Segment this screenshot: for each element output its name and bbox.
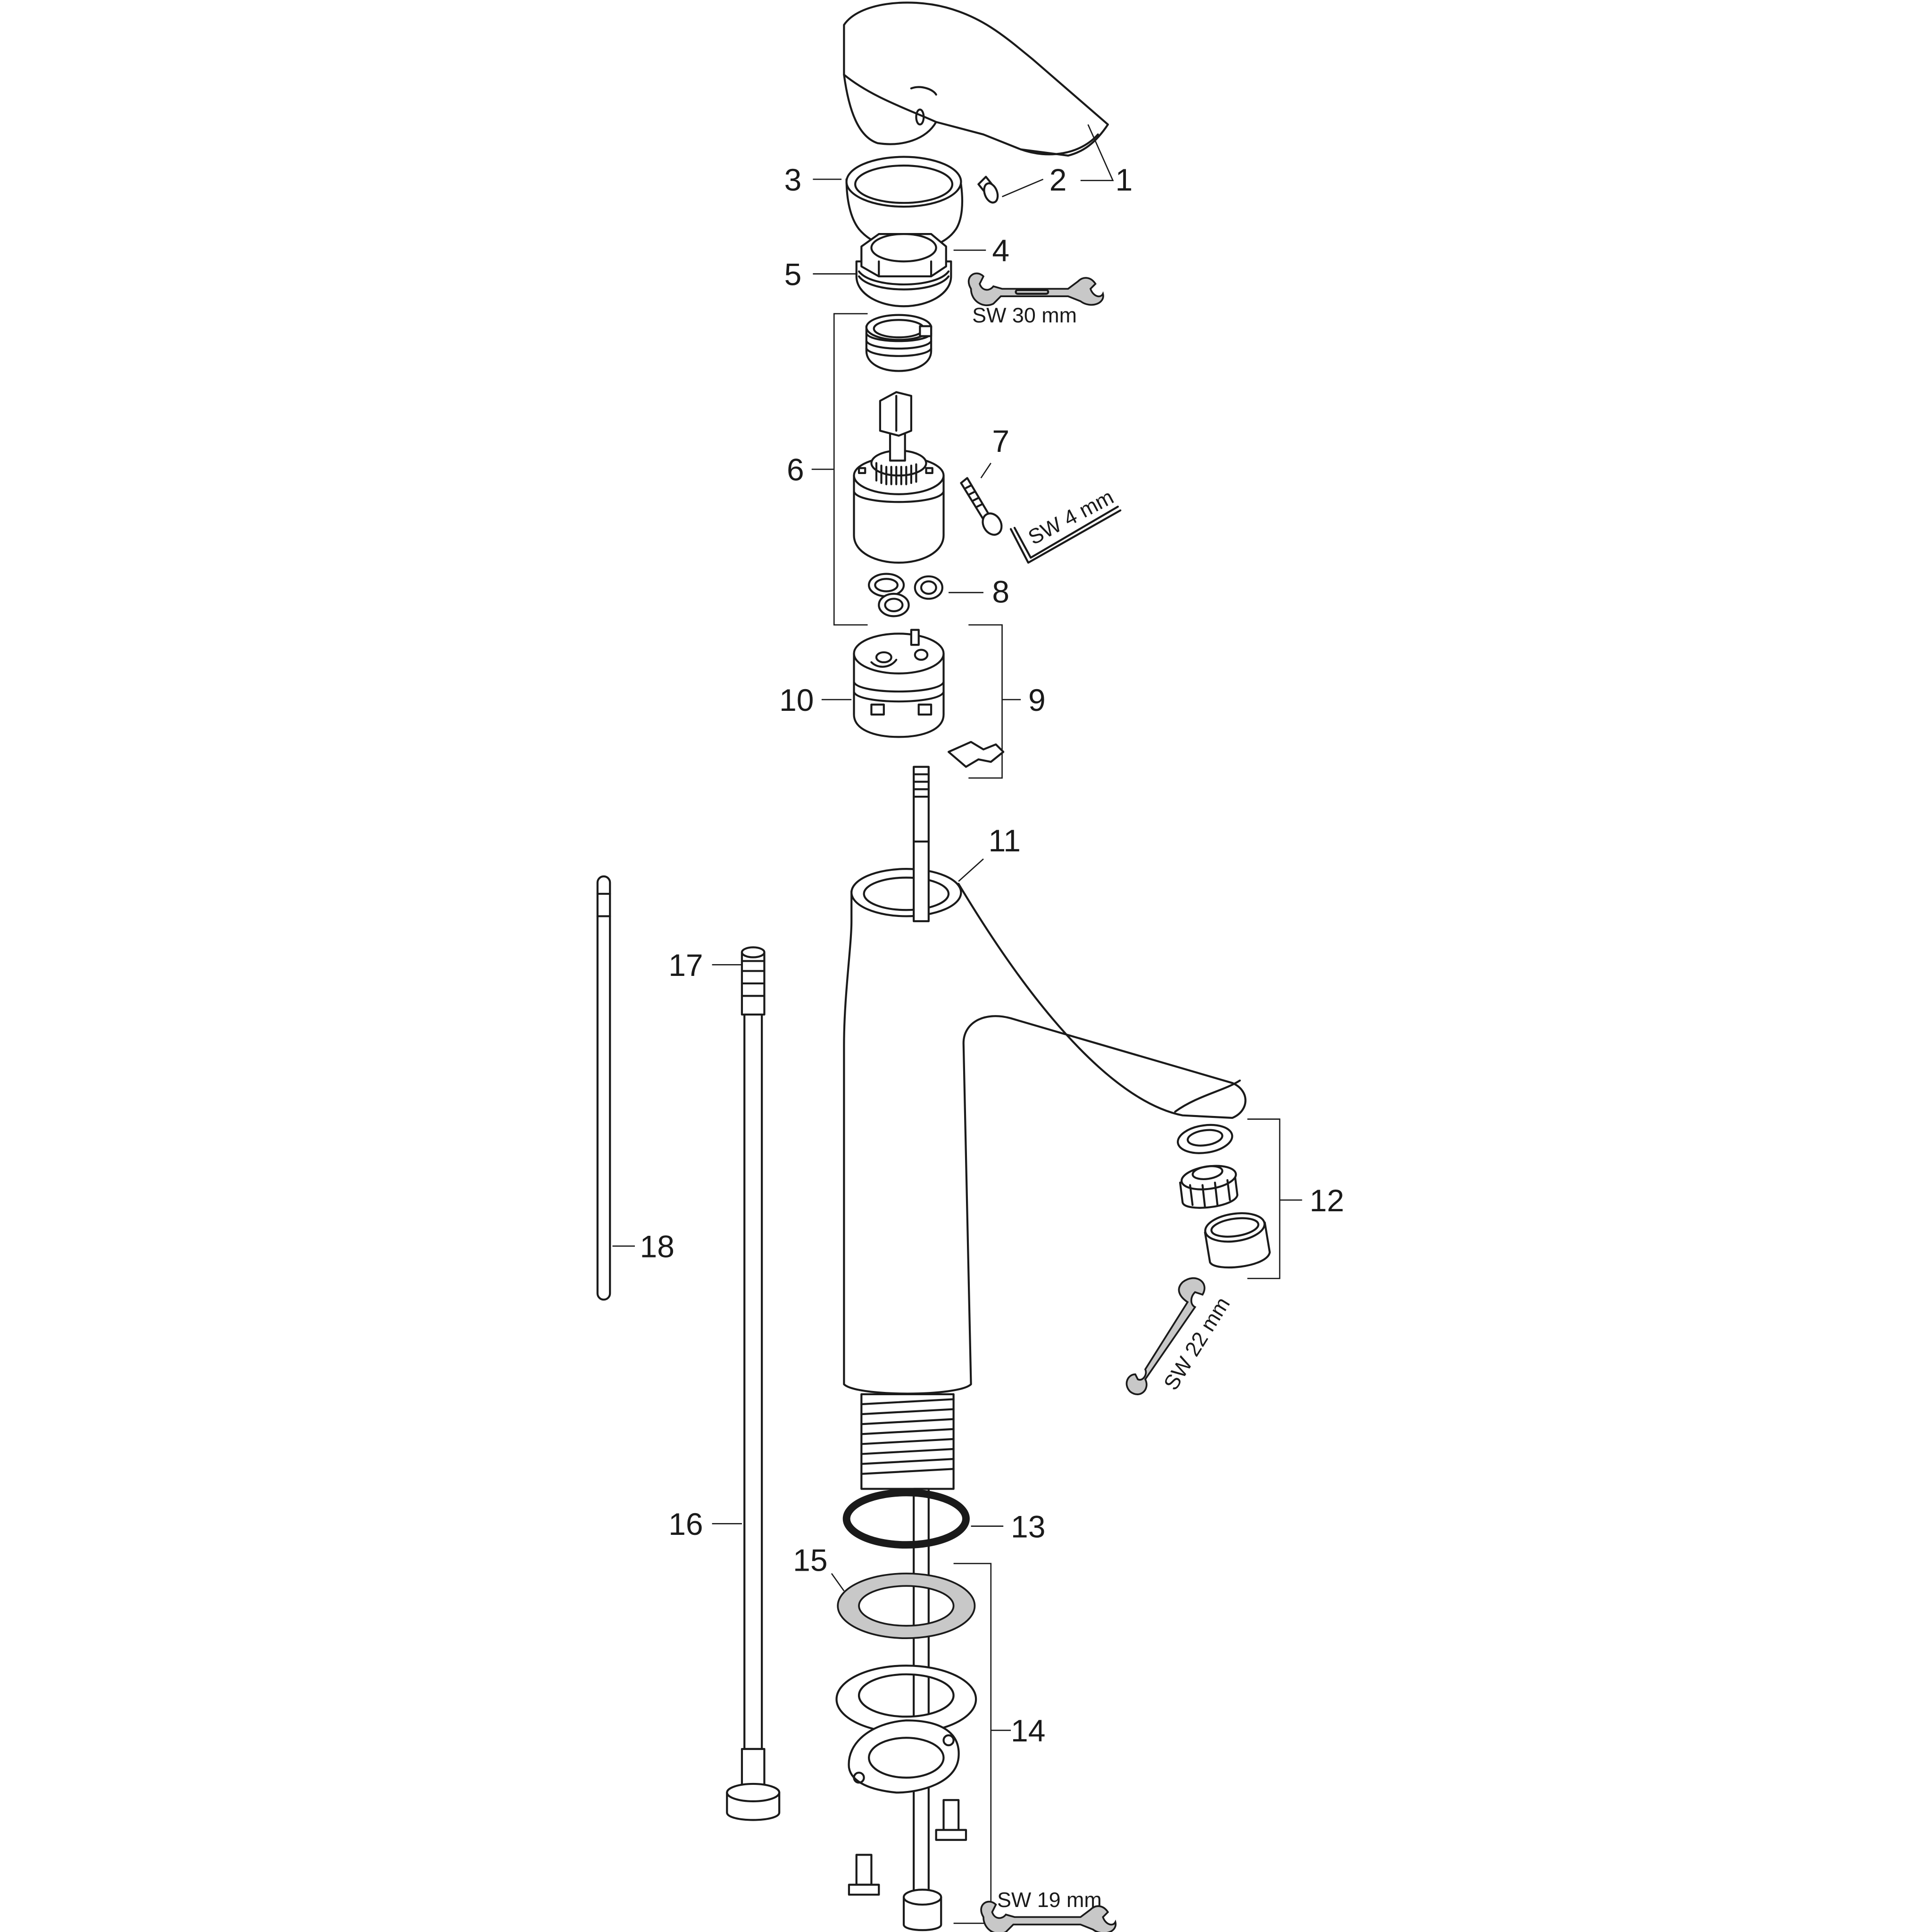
label-10: 10 bbox=[779, 683, 814, 717]
hexkey-sw4-icon bbox=[1009, 506, 1122, 564]
label-14: 14 bbox=[1011, 1713, 1045, 1748]
wrench-sw19-icon bbox=[980, 1900, 1117, 1932]
leader-2 bbox=[1002, 178, 1044, 198]
bracket-part-12 bbox=[1247, 1118, 1302, 1279]
label-3: 3 bbox=[784, 162, 802, 197]
part-11-rod-top bbox=[913, 766, 930, 843]
leader-1 bbox=[1080, 124, 1114, 181]
part-6-cartridge bbox=[853, 391, 945, 564]
tool-label-sw30: SW 30 mm bbox=[972, 303, 1077, 327]
leader-11 bbox=[958, 858, 984, 882]
label-18: 18 bbox=[640, 1229, 675, 1264]
wrench-sw22-icon bbox=[1125, 1277, 1206, 1395]
part-18-pull-rod bbox=[596, 875, 611, 1301]
part-14-washer bbox=[835, 1665, 977, 1734]
label-15: 15 bbox=[793, 1543, 827, 1578]
part-12-aerator bbox=[1176, 1124, 1271, 1269]
label-8: 8 bbox=[992, 574, 1009, 609]
tool-label-sw19: SW 19 mm bbox=[997, 1888, 1102, 1912]
label-13: 13 bbox=[1011, 1509, 1045, 1544]
label-5: 5 bbox=[784, 257, 802, 291]
label-16: 16 bbox=[668, 1507, 703, 1541]
bracket-part-9 bbox=[968, 624, 1021, 779]
part-15-washer bbox=[837, 1573, 976, 1640]
label-12: 12 bbox=[1309, 1183, 1344, 1218]
part-11-threaded-shank bbox=[860, 1393, 955, 1490]
part-14-fixing-plate bbox=[848, 1719, 960, 1794]
part-2-grub-screw bbox=[977, 175, 999, 204]
label-1: 1 bbox=[1116, 162, 1133, 197]
part-8-seals bbox=[868, 573, 943, 617]
part-4-5-hex-nut bbox=[855, 233, 952, 308]
label-7: 7 bbox=[992, 424, 1009, 458]
part-14-nut bbox=[902, 1889, 942, 1932]
part-1-lever-handle bbox=[843, 1, 1109, 157]
label-4: 4 bbox=[992, 233, 1009, 268]
label-11: 11 bbox=[989, 823, 1021, 858]
part-11-rod-lower bbox=[913, 1488, 930, 1901]
part-9-clip bbox=[947, 741, 1005, 768]
label-17: 17 bbox=[668, 948, 703, 983]
leader-15 bbox=[831, 1573, 845, 1591]
part-11-tap-body bbox=[843, 840, 1247, 1395]
part-16-hose bbox=[726, 946, 781, 1821]
wrench-sw30-icon bbox=[967, 272, 1104, 307]
part-10-base bbox=[853, 629, 945, 738]
label-6: 6 bbox=[787, 452, 804, 487]
tool-label-sw4: SW 4 mm bbox=[1024, 484, 1117, 549]
label-9: 9 bbox=[1028, 683, 1046, 717]
bracket-part-6 bbox=[811, 313, 868, 626]
part-6-threaded-sleeve bbox=[865, 314, 933, 372]
part-7-screw bbox=[960, 463, 1003, 536]
part-3-cover-cap bbox=[845, 156, 964, 250]
part-14-screws bbox=[848, 1799, 967, 1896]
bracket-part-14 bbox=[953, 1563, 1011, 1924]
label-2: 2 bbox=[1049, 162, 1067, 197]
part-13-oring bbox=[842, 1489, 970, 1549]
